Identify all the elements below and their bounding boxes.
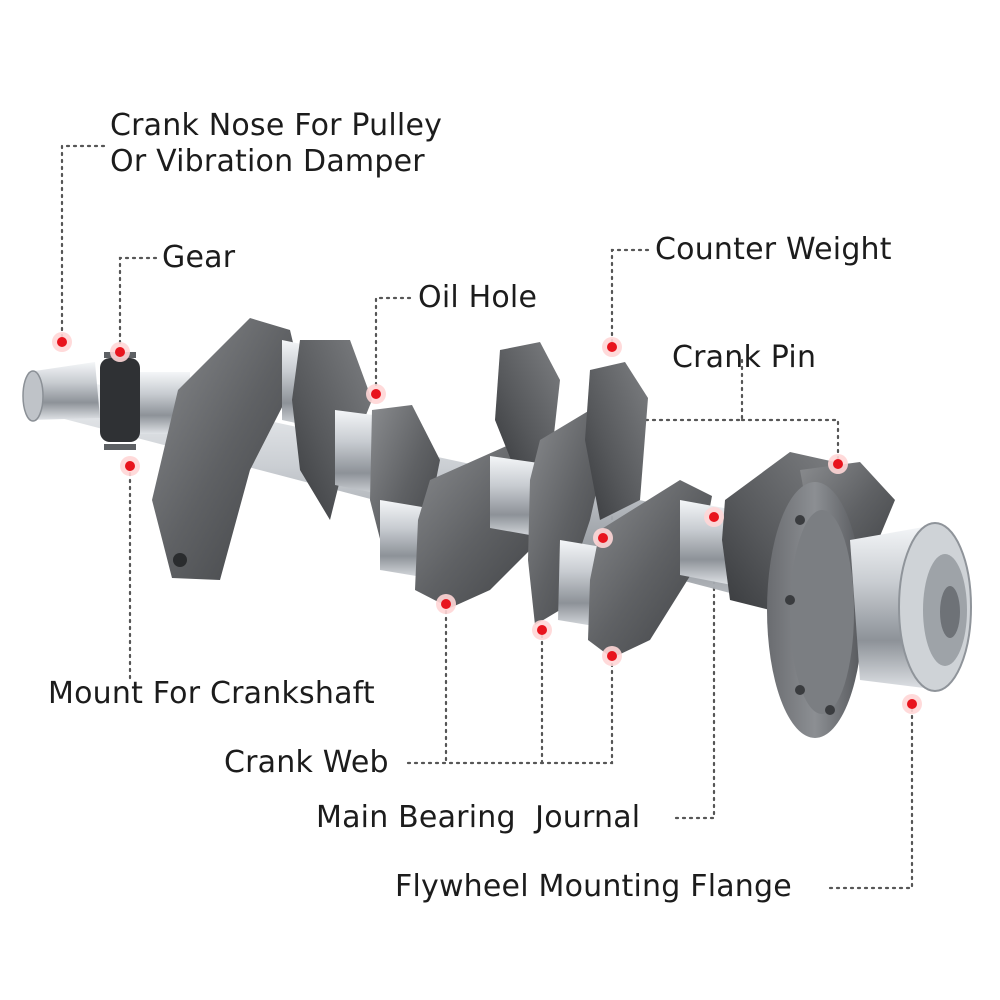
marker-crank-pin-left [593,528,613,548]
marker-crank-web-3 [602,646,622,666]
label-gear: Gear [162,240,236,275]
marker-crank-pin-right [828,454,848,474]
label-counter-weight: Counter Weight [655,232,892,267]
label-crank-nose-line1: Crank Nose For Pulley [110,108,443,143]
markers [52,332,922,714]
leader-crank-nose [60,144,106,342]
label-oil-hole: Oil Hole [418,280,538,315]
marker-mount [120,456,140,476]
marker-counter-weight [602,337,622,357]
label-crank-web: Crank Web [224,745,389,780]
leader-counter-weight [610,248,650,347]
label-flywheel-mounting-flange: Flywheel Mounting Flange [395,869,792,904]
label-mount-for-crankshaft: Mount For Crankshaft [48,676,375,711]
marker-oil-hole [366,384,386,404]
leader-oil-hole [374,296,412,394]
label-crank-pin: Crank Pin [672,340,817,375]
leader-main-bearing [674,515,716,820]
crankshaft-body [22,318,972,738]
marker-crank-web-2 [532,620,552,640]
marker-main-bearing [704,507,724,527]
label-crank-nose-line2: Or Vibration Damper [110,144,425,179]
marker-crank-nose [52,332,72,352]
leader-gear [118,256,158,354]
label-main-bearing-journal: Main Bearing Journal [316,800,641,835]
leader-flywheel [828,702,914,890]
marker-flywheel [902,694,922,714]
leader-crank-web [406,654,614,765]
marker-crank-web-1 [436,594,456,614]
marker-gear [110,342,130,362]
